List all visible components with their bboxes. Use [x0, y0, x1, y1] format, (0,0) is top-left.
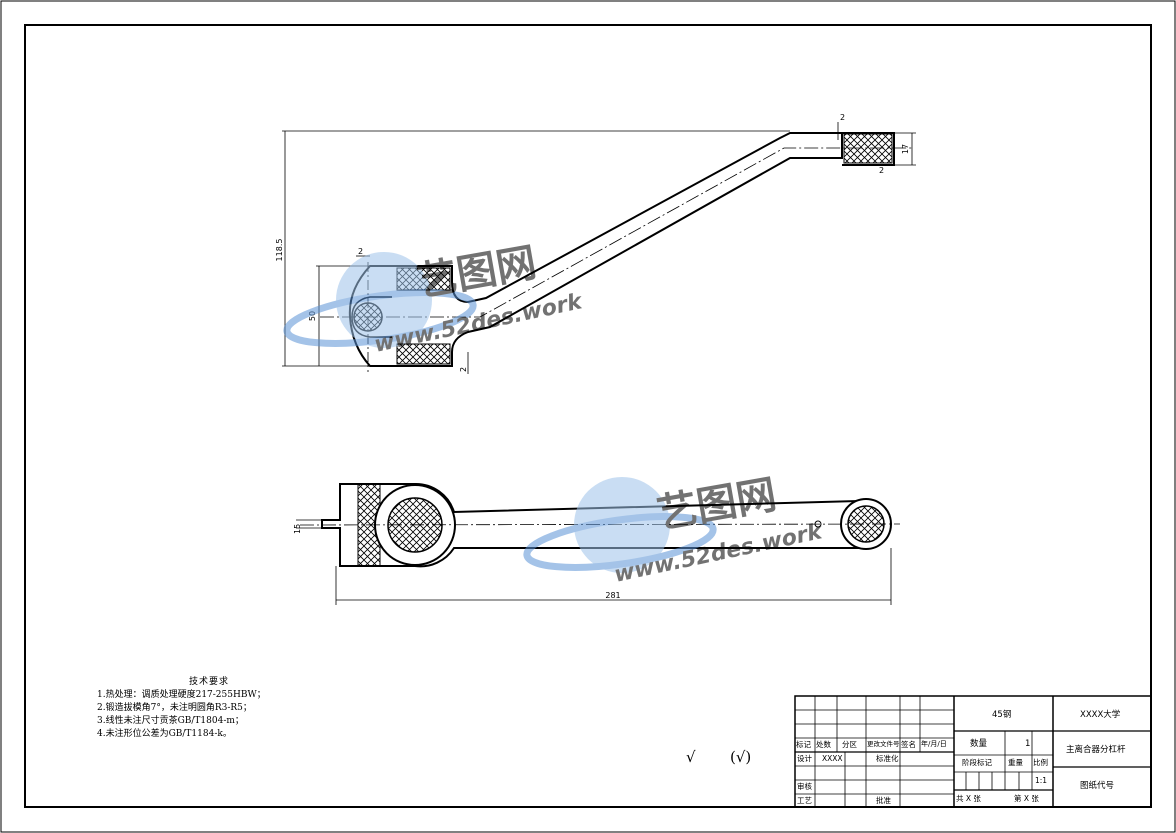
dim-top-chamfer-label: 2: [358, 247, 363, 256]
dim-right-chamfer-bottom-label: 2: [879, 166, 884, 175]
right-end-outline: [842, 132, 895, 166]
process-label: 工艺: [797, 796, 812, 805]
rev-header-sign: 签名: [901, 740, 916, 749]
dim-total-height-label: 118.5: [275, 239, 284, 262]
dim-plan-thickness-label: 15: [293, 524, 302, 534]
design-label: 设计: [797, 754, 812, 763]
drawing-frame: [24, 24, 1152, 808]
note-item: 4.未注形位公差为GB/T1184-k。: [97, 729, 232, 739]
scale-label: 比例: [1033, 758, 1048, 767]
plan-centerline: [299, 523, 901, 526]
rev-header-date: 年/月/日: [921, 740, 947, 748]
university: XXXX大学: [1080, 710, 1121, 720]
hatch-bottom: [396, 343, 451, 365]
watermark-globe-icon: [336, 252, 432, 348]
dim-bottom-chamfer-label: 2: [459, 367, 468, 372]
dim-total-length-label: 281: [605, 591, 620, 600]
rev-header-mark: 标记: [796, 740, 811, 749]
rev-header-count: 处数: [816, 740, 831, 749]
material: 45钢: [992, 710, 1012, 720]
note-item: 3.线性未注尺寸贡茶GB/T1804-m；: [97, 716, 244, 726]
standard-label: 标准化: [876, 754, 899, 763]
note-item: 1.热处理：调质处理硬度217-255HBW；: [97, 690, 266, 700]
notes-title: 技术要求: [189, 677, 230, 687]
watermark-swoosh-icon: [283, 289, 477, 347]
drawing-number: 图纸代号: [1080, 781, 1115, 791]
rev-header-zone: 分区: [842, 740, 857, 749]
title-block-grid: [794, 695, 1152, 808]
sheets-total: 共 X 张: [956, 794, 981, 803]
part-name: 主离合器分杠杆: [1066, 745, 1126, 755]
watermark-swoosh-icon: [523, 513, 717, 571]
weight-label: 重量: [1008, 758, 1023, 767]
approve-label: 批准: [876, 796, 891, 805]
dim-right-chamfer-top-label: 2: [840, 113, 845, 122]
stage-label: 阶段标记: [962, 758, 992, 767]
dim-right-height-label: 17: [901, 144, 910, 154]
rev-header-doc: 更改文件号: [867, 740, 900, 748]
roughness-other: (√): [730, 748, 752, 766]
watermark-logo-text: 艺图网: [414, 240, 540, 306]
hatch-right: [843, 133, 893, 164]
quantity-value: 1: [1025, 739, 1031, 749]
review-label: 审核: [797, 782, 812, 791]
roughness-symbol: √: [686, 748, 696, 766]
note-item: 2.锻造拔模角7°，未注明圆角R3-R5；: [97, 703, 252, 713]
technical-requirements: 技术要求 1.热处理：调质处理硬度217-255HBW； 2.锻造拔模角7°，未…: [97, 676, 397, 741]
quantity-label: 数量: [970, 739, 988, 749]
design-name: XXXX: [822, 754, 843, 763]
watermark-logo-text: 艺图网: [654, 472, 780, 538]
sheet-number: 第 X 张: [1014, 794, 1039, 803]
scale-value: 1:1: [1035, 776, 1048, 785]
plan-view: [296, 482, 901, 605]
watermark-1: 艺图网 www.52des.work: [283, 240, 586, 358]
dim-fork-height-label: 50: [308, 311, 317, 321]
watermark-2: 艺图网 www.52des.work: [523, 472, 826, 588]
watermark-globe-icon: [574, 477, 670, 573]
